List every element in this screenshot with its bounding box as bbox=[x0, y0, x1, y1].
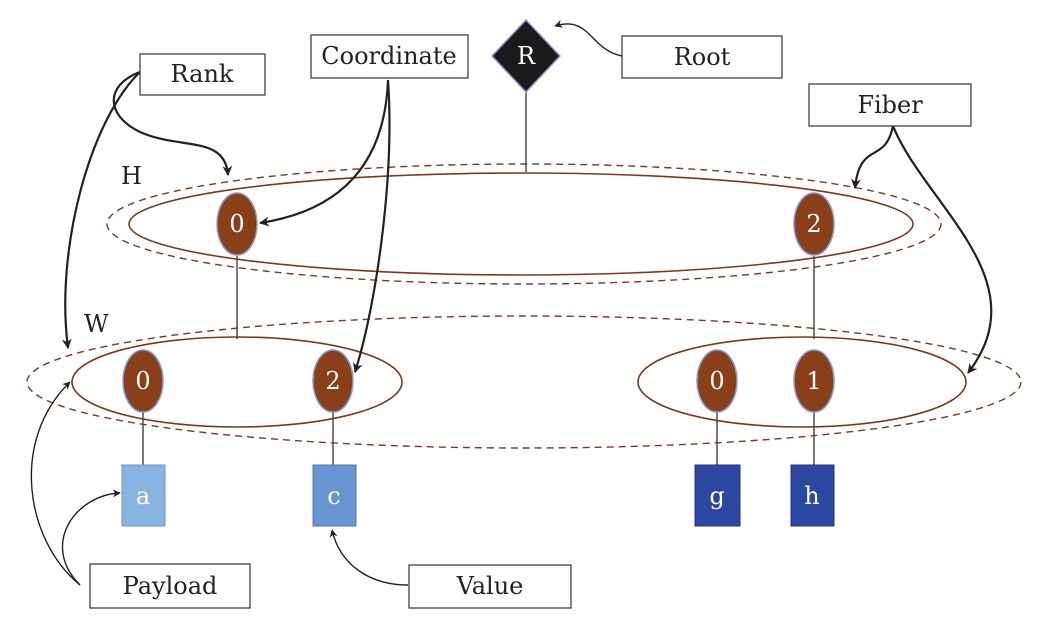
leaf-g bbox=[694, 464, 741, 527]
value-callout-box bbox=[408, 564, 572, 609]
rank-arrow-to-h bbox=[112, 70, 233, 176]
leaf-h bbox=[790, 464, 835, 527]
root-node bbox=[490, 18, 562, 94]
rank-callout-label: Rank bbox=[171, 60, 234, 88]
coord-node-w-left-2 bbox=[312, 349, 354, 413]
coord-node-w-right-0 bbox=[696, 349, 738, 413]
leaf-label-h: h bbox=[804, 482, 819, 510]
coord-label-w-right-1: 1 bbox=[806, 367, 821, 395]
fiber-callout-box bbox=[808, 83, 972, 127]
root-arrow bbox=[554, 20, 623, 57]
coordinate-callout-label: Coordinate bbox=[321, 42, 456, 70]
coord-label-w-right-0: 0 bbox=[709, 367, 724, 395]
fiber-arrow-to-w bbox=[891, 125, 993, 374]
payload-callout-box bbox=[89, 563, 251, 609]
root-callout-label: Root bbox=[674, 43, 731, 71]
fiber-arrow-to-h bbox=[850, 125, 895, 189]
coord-label-w-left-2: 2 bbox=[325, 367, 340, 395]
rank-h-boundary bbox=[106, 163, 942, 285]
root-label: R bbox=[517, 42, 536, 70]
leaf-label-c: c bbox=[327, 482, 340, 510]
payload-arrow-to-w bbox=[30, 381, 81, 586]
fiber-h bbox=[128, 172, 914, 276]
leaf-label-a: a bbox=[136, 482, 150, 510]
rank-arrow-to-w bbox=[61, 71, 141, 349]
coordinate-arrow-to-h0 bbox=[259, 79, 390, 227]
leaf-c bbox=[312, 464, 357, 527]
rank-w-boundary bbox=[26, 315, 1022, 449]
coordinate-callout-box bbox=[310, 34, 469, 79]
fiber-w-left bbox=[71, 336, 403, 428]
coord-node-h-2 bbox=[793, 192, 835, 256]
coord-label-w-left-0: 0 bbox=[135, 367, 150, 395]
rank-label-h: H bbox=[121, 162, 142, 190]
payload-callout-label: Payload bbox=[123, 572, 218, 600]
coord-label-h-2: 2 bbox=[806, 210, 821, 238]
payload-arrow-to-leaf bbox=[61, 489, 121, 586]
coord-node-w-right-1 bbox=[793, 349, 835, 413]
coord-node-h-0 bbox=[216, 192, 258, 256]
leaf-label-g: g bbox=[709, 482, 724, 510]
coordinate-arrow-to-w2 bbox=[353, 79, 391, 373]
value-arrow-to-leaf bbox=[329, 529, 409, 586]
rank-callout-box bbox=[139, 53, 266, 96]
coord-label-h-0: 0 bbox=[229, 210, 244, 238]
coord-node-w-left-0 bbox=[122, 349, 164, 413]
value-callout-label: Value bbox=[456, 572, 524, 600]
rank-label-w: W bbox=[84, 310, 109, 338]
fiber-w-right bbox=[637, 336, 967, 428]
fiber-callout-label: Fiber bbox=[857, 91, 923, 119]
leaf-a bbox=[121, 464, 166, 527]
root-callout-box bbox=[621, 35, 783, 79]
